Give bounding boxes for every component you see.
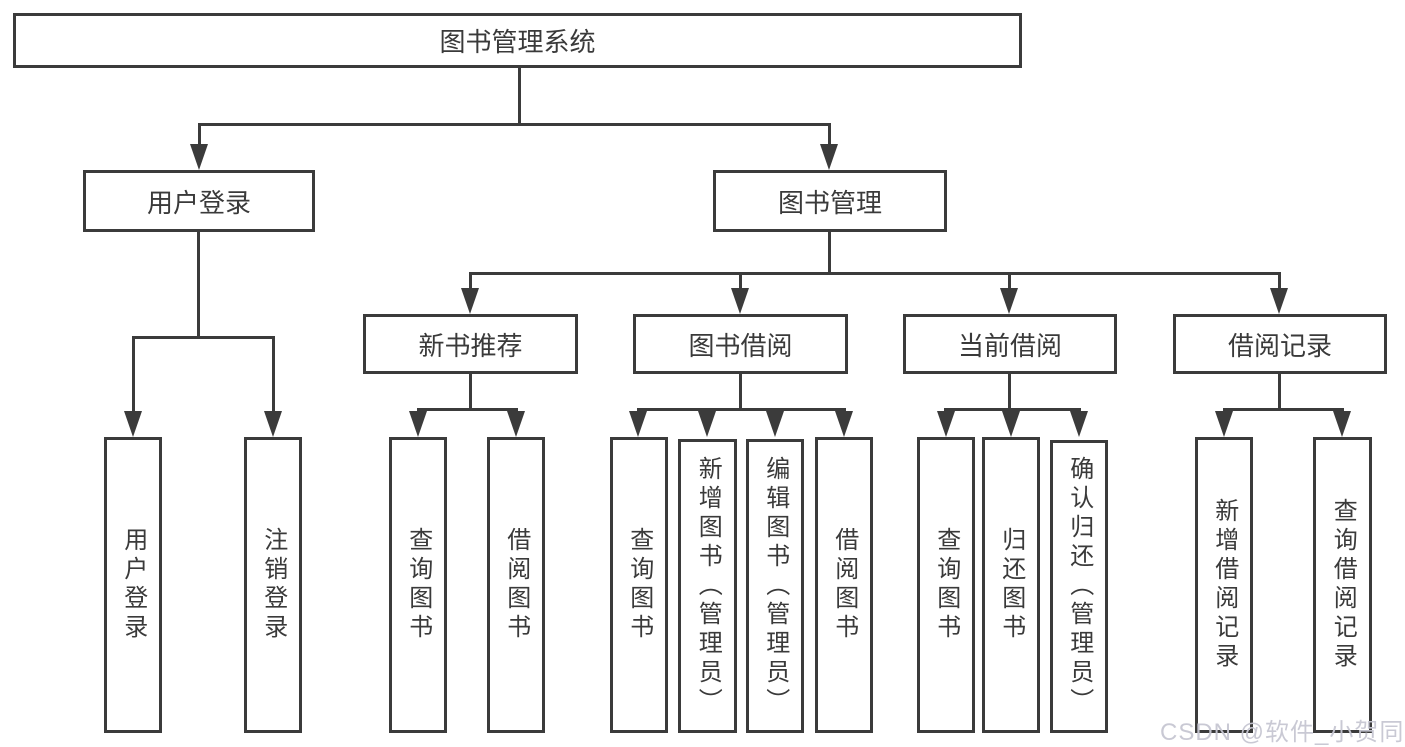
leaf-user-login-label: 用户登录 [119,527,147,643]
arrow-down-icon [264,411,282,437]
arrow-down-icon [1215,411,1233,437]
leaf-records-query-record-label: 查询借阅记录 [1329,498,1357,672]
connector-to-book-management [828,123,831,148]
leaf-current-return-books-label: 归还图书 [997,527,1025,643]
connector-records-trunk [1278,374,1281,408]
connector-book-management-trunk [828,232,831,272]
arrow-down-icon [820,144,838,170]
node-root-label: 图书管理系统 [439,27,596,57]
leaf-current-confirm-return-admin: 确认归还（管理员） [1050,440,1108,733]
arrow-down-icon [1000,288,1018,314]
leaf-logout-label: 注销登录 [259,527,287,643]
leaf-borrowing-edit-books-admin-label: 编辑图书（管理员） [761,455,789,717]
leaf-user-login: 用户登录 [104,437,162,733]
node-borrowing-records: 借阅记录 [1173,314,1387,374]
leaf-borrowing-add-books-admin-label: 新增图书（管理员） [694,455,722,717]
leaf-current-query-books: 查询图书 [917,437,975,733]
arrow-down-icon [1270,288,1288,314]
arrow-down-icon [124,411,142,437]
leaf-recommend-borrow-books-label: 借阅图书 [502,527,530,643]
arrow-down-icon [766,411,784,437]
csdn-watermark: CSDN @软件_小贺同学 [1160,719,1405,746]
connector-to-logout-leaf [272,336,275,413]
connector-level2-branch [198,123,830,126]
node-book-borrowing-label: 图书借阅 [688,330,793,361]
connector-to-user-login [198,123,201,148]
connector-current-trunk [1008,374,1011,408]
connector-to-user-login-leaf [132,336,135,413]
connector-to-borrowing-records [1278,272,1281,290]
connector-borrowing-trunk [739,374,742,408]
connector-root-trunk [518,68,521,123]
node-book-management: 图书管理 [713,170,947,232]
leaf-records-add-record: 新增借阅记录 [1195,437,1253,733]
arrow-down-icon [1002,411,1020,437]
arrow-down-icon [190,144,208,170]
node-user-login-label: 用户登录 [146,187,251,218]
leaf-recommend-borrow-books: 借阅图书 [487,437,545,733]
connector-recommend-branch [417,408,518,411]
leaf-records-query-record: 查询借阅记录 [1313,437,1372,733]
node-user-login: 用户登录 [83,170,315,232]
connector-records-branch [1223,408,1344,411]
node-root: 图书管理系统 [13,13,1022,68]
arrow-down-icon [409,411,427,437]
arrow-down-icon [731,288,749,314]
connector-level3-branch [469,272,1281,275]
leaf-current-confirm-return-admin-label: 确认归还（管理员） [1065,456,1093,717]
connector-to-book-borrowing [739,272,742,290]
node-current-borrowing: 当前借阅 [903,314,1117,374]
connector-user-login-trunk [197,232,200,336]
arrow-down-icon [698,411,716,437]
leaf-logout: 注销登录 [244,437,302,733]
connector-borrowing-branch [637,408,846,411]
connector-to-new-book-recommend [469,272,472,290]
node-new-book-recommend-label: 新书推荐 [418,330,523,361]
arrow-down-icon [835,411,853,437]
arrow-down-icon [461,288,479,314]
leaf-borrowing-query-books: 查询图书 [610,437,668,733]
leaf-current-query-books-label: 查询图书 [932,527,960,643]
leaf-borrowing-add-books-admin: 新增图书（管理员） [678,439,737,733]
arrow-down-icon [1333,411,1351,437]
leaf-current-return-books: 归还图书 [982,437,1040,733]
node-book-borrowing: 图书借阅 [633,314,848,374]
leaf-records-add-record-label: 新增借阅记录 [1210,498,1238,672]
node-current-borrowing-label: 当前借阅 [957,330,1062,361]
node-book-management-label: 图书管理 [777,187,882,218]
arrow-down-icon [629,411,647,437]
leaf-recommend-query-books-label: 查询图书 [404,527,432,643]
arrow-down-icon [937,411,955,437]
node-new-book-recommend: 新书推荐 [363,314,578,374]
leaf-recommend-query-books: 查询图书 [389,437,447,733]
arrow-down-icon [1070,411,1088,437]
leaf-borrowing-query-books-label: 查询图书 [625,527,653,643]
node-borrowing-records-label: 借阅记录 [1227,330,1332,361]
connector-user-login-branch [132,336,275,339]
connector-recommend-trunk [469,374,472,408]
arrow-down-icon [507,411,525,437]
leaf-borrowing-borrow-books: 借阅图书 [815,437,873,733]
connector-to-current-borrowing [1008,272,1011,290]
leaf-borrowing-borrow-books-label: 借阅图书 [830,527,858,643]
leaf-borrowing-edit-books-admin: 编辑图书（管理员） [746,439,804,733]
